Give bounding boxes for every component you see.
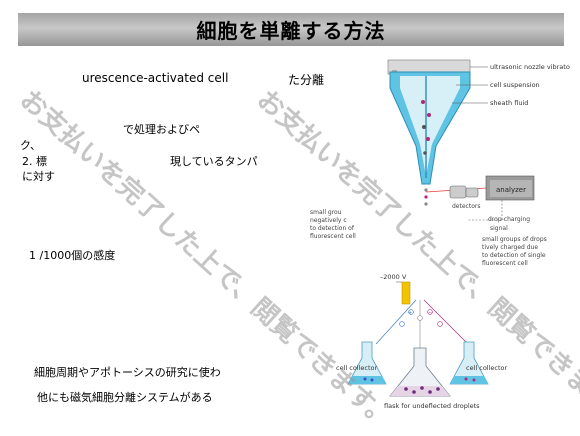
voltage-label: –2000 V (380, 273, 407, 281)
text-line-separation: た分離 (288, 73, 325, 87)
text-line-facs: urescence-activated cell (82, 71, 229, 85)
left-note: small grou negatively c to detection of … (310, 209, 356, 240)
detectors-label: detectors (452, 203, 480, 210)
svg-text:small grou: small grou (310, 209, 342, 216)
text-line-ku: ク、 (20, 139, 42, 152)
svg-text:+: + (408, 310, 412, 316)
right-collector-tube (449, 341, 489, 385)
svg-text:fluorescent cell: fluorescent cell (482, 260, 528, 267)
droplet-stream (424, 188, 428, 206)
slide-title: 細胞を単離する方法 (196, 19, 386, 43)
collector-left-label: cell collector (336, 364, 378, 372)
title-bar: 細胞を単離する方法 (18, 13, 564, 46)
collector-right-label: cell collector (466, 364, 508, 372)
signal-label: signal (490, 225, 508, 232)
flow-chamber (389, 71, 471, 185)
text-line-magnetic: 他にも磁気細胞分離システムがある (37, 391, 213, 404)
svg-text:fluorescent cell: fluorescent cell (310, 233, 356, 240)
flask-label: flask for undeflected droplets (384, 402, 480, 410)
svg-text:to detection of single: to detection of single (482, 252, 546, 259)
deflection-plates: –2000 V + − (375, 273, 469, 358)
right-note: small groups of drops tively charged due… (482, 236, 547, 267)
svg-text:small groups of drops: small groups of drops (482, 236, 547, 243)
svg-text:−: − (428, 310, 432, 316)
text-line-sensitivity: 1 /1000個の感度 (29, 249, 116, 262)
left-collector-tube (347, 341, 387, 385)
drop-charging-label: drop-charging (488, 216, 530, 223)
analyzer-label: analyzer (496, 186, 526, 194)
svg-text:negatively c: negatively c (310, 217, 347, 224)
text-line-cell-cycle: 細胞周期やアポトーシスの研究に使わ (34, 366, 221, 379)
laser-detector-assembly: detectors analyzer drop-charging signal (425, 175, 535, 232)
svg-text:tively charged due: tively charged due (482, 244, 538, 251)
text-line-treatment: で処理およびペ (123, 123, 200, 136)
flask (389, 347, 451, 397)
text-line-against: に対す (22, 170, 55, 183)
text-line-item2: 2. 標 (22, 155, 47, 168)
svg-text:to detection of: to detection of (310, 225, 355, 232)
text-line-protein: 現しているタンパ (170, 155, 258, 168)
sheath-fluid-label: sheath fluid (490, 99, 528, 107)
facs-diagram: ultrasonic nozzle vibrator cell suspensi… (310, 59, 570, 410)
cell-suspension-label: cell suspension (490, 81, 540, 89)
nozzle-label: ultrasonic nozzle vibrator (490, 63, 570, 71)
